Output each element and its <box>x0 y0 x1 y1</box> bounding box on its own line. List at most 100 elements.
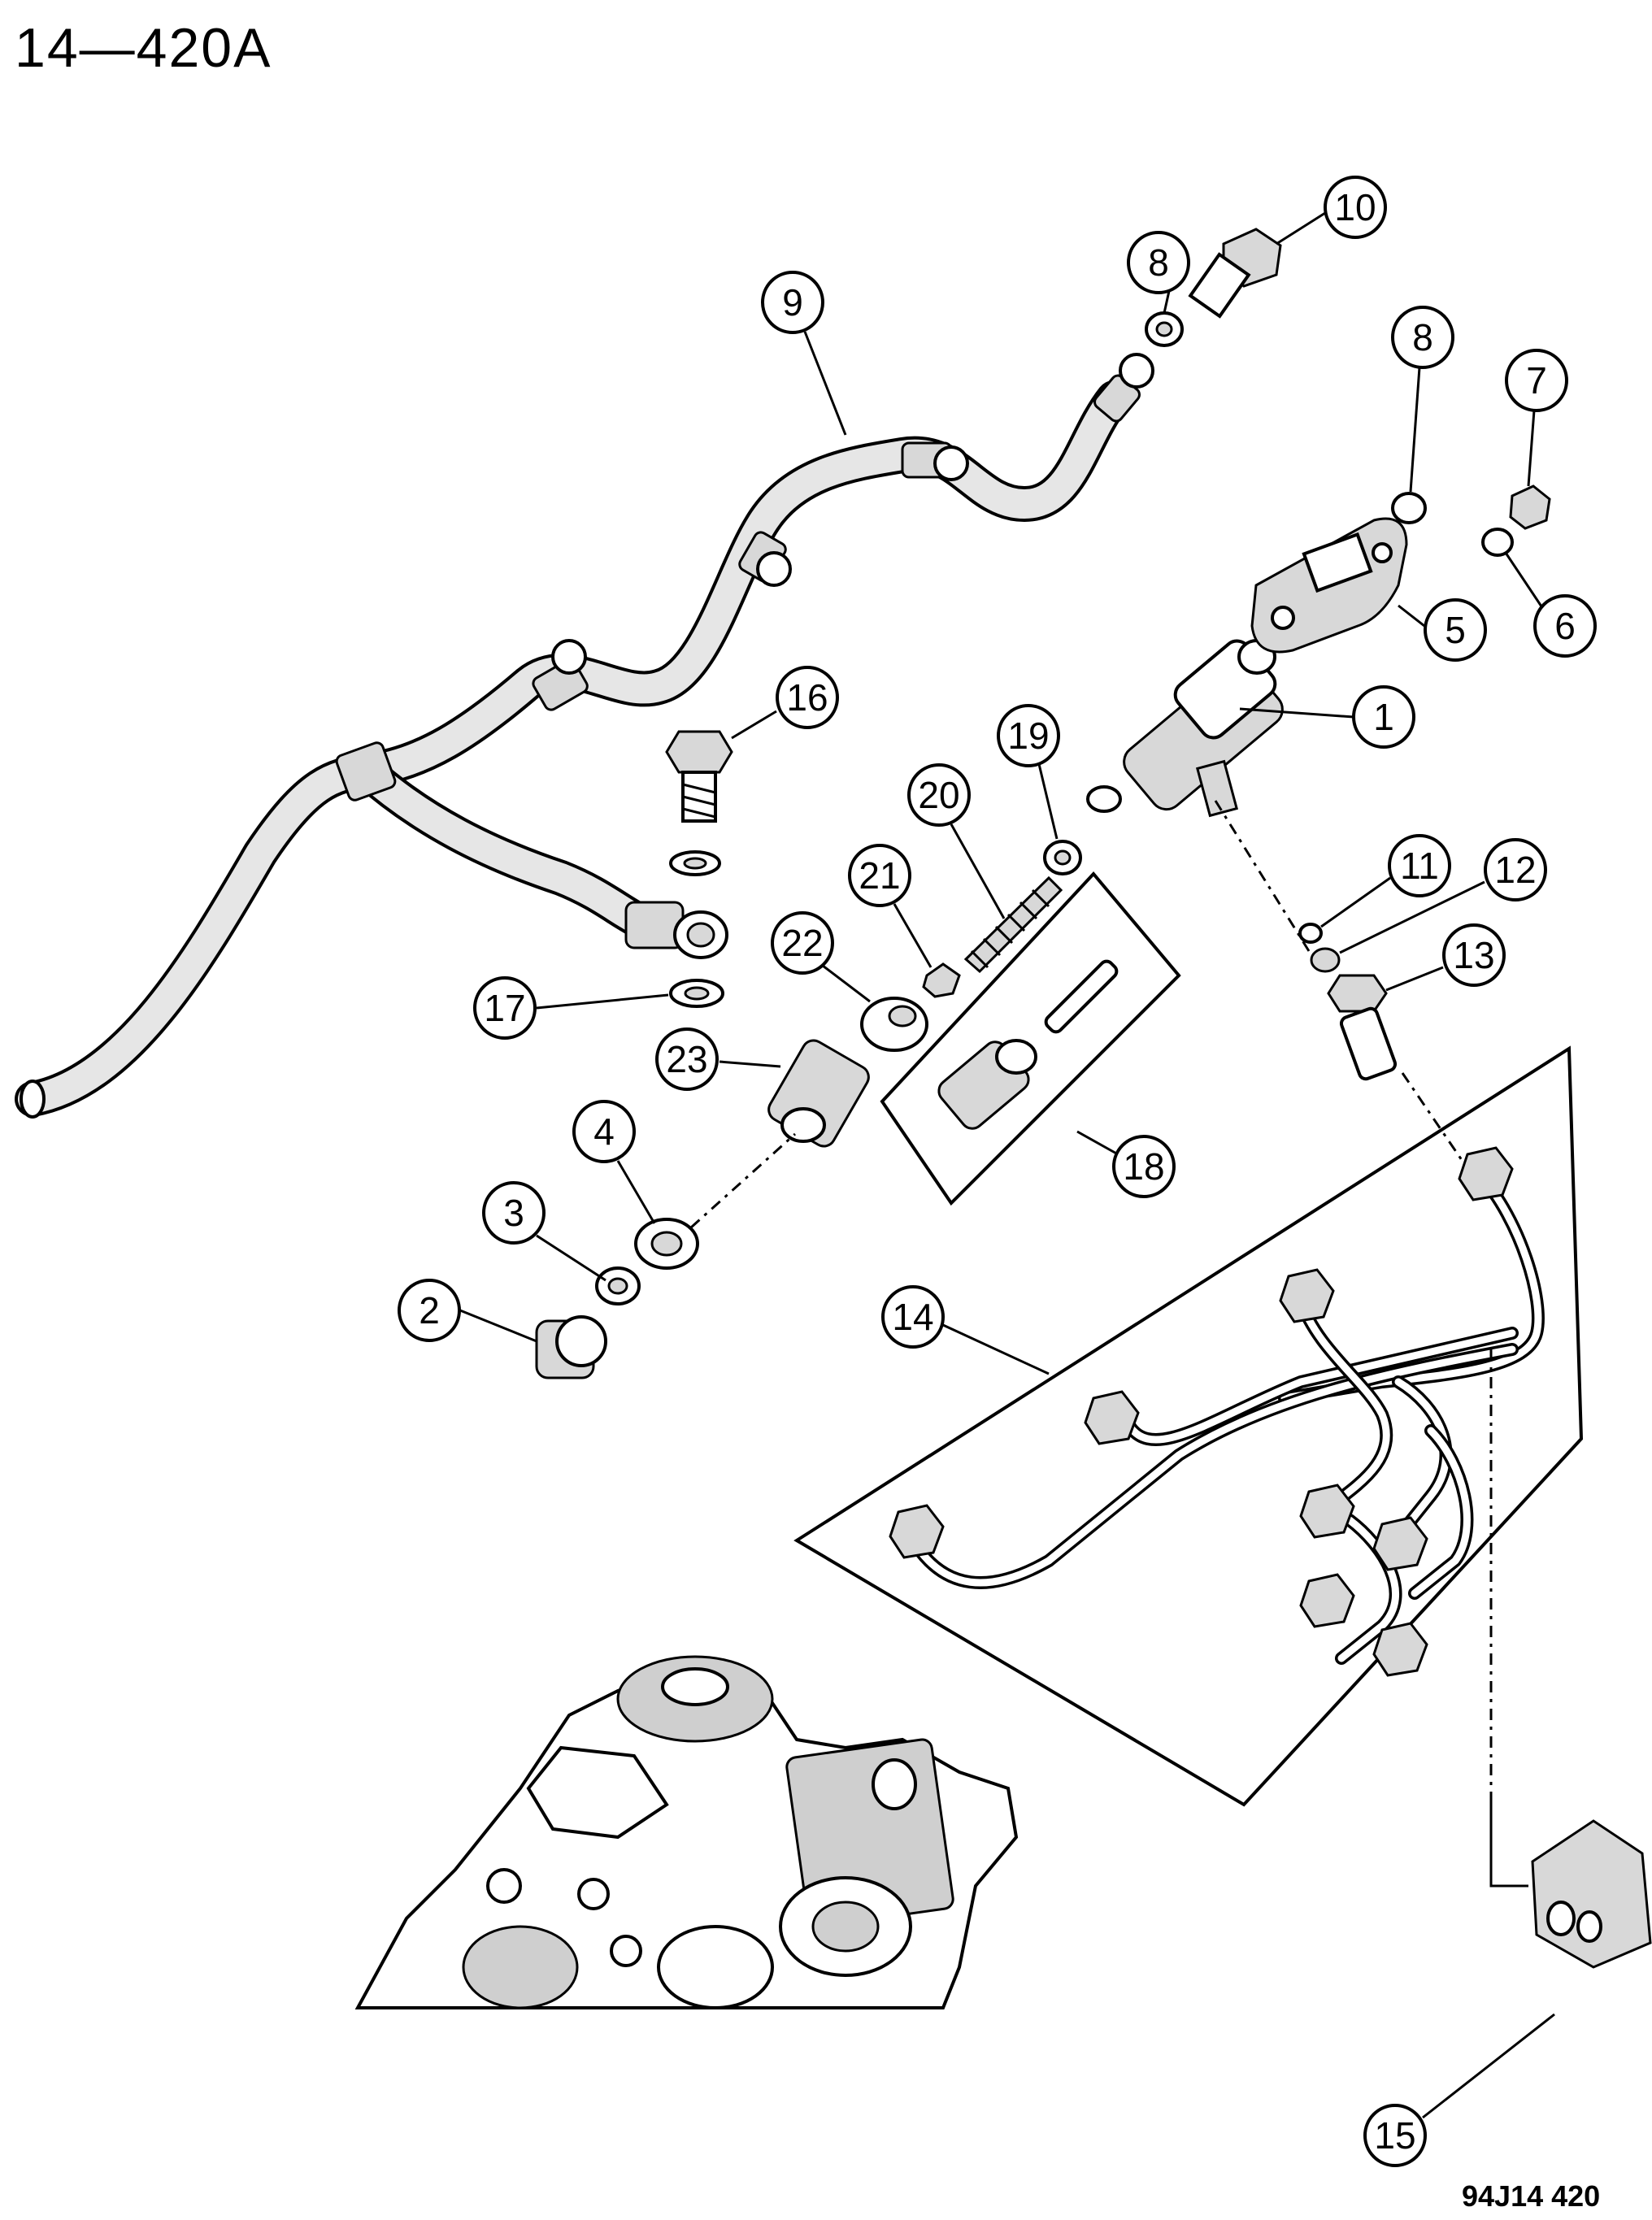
callout-number: 11 <box>1400 845 1439 887</box>
callout-12: 12 <box>1339 838 1547 954</box>
part-12 <box>1310 947 1341 973</box>
callout-number: 15 <box>1374 2114 1415 2157</box>
callout-circle <box>761 271 824 334</box>
callout-circle <box>1324 176 1387 239</box>
leader-line <box>731 710 777 740</box>
callout-circle <box>1112 1135 1176 1198</box>
callout-20: 20 <box>907 763 1006 919</box>
callout-10: 10 <box>1276 176 1387 245</box>
leader-line <box>822 964 871 1003</box>
callout-circle <box>398 1279 461 1342</box>
leader-line <box>1339 880 1485 954</box>
callout-5: 5 <box>1398 598 1487 662</box>
callout-8a: 8 <box>1127 231 1190 314</box>
callout-number: 6 <box>1554 605 1576 647</box>
spring-20 <box>963 875 1063 974</box>
part-21 <box>922 962 961 998</box>
callout-16: 16 <box>731 666 839 740</box>
callout-number: 13 <box>1453 934 1494 976</box>
injector-1 <box>1086 639 1284 818</box>
leader-line <box>1527 410 1536 487</box>
callout-circle <box>1442 923 1506 987</box>
callout-17: 17 <box>473 976 669 1040</box>
callout-circle <box>1484 838 1547 901</box>
callout-22: 22 <box>771 911 871 1003</box>
callout-14: 14 <box>881 1285 1050 1375</box>
leader-line <box>616 1160 656 1224</box>
callout-number: 16 <box>786 676 828 719</box>
callout-circle <box>907 763 971 827</box>
callout-13: 13 <box>1385 923 1506 992</box>
callout-circle <box>1388 834 1451 897</box>
figure-title: 14—420A <box>15 17 272 79</box>
callout-circle <box>473 976 537 1040</box>
part-11 <box>1298 923 1323 944</box>
leader-line <box>1504 552 1546 612</box>
callout-21: 21 <box>848 844 933 968</box>
nozzle-kit-18 <box>880 871 1181 1206</box>
leader-line <box>1076 1130 1119 1156</box>
leader-line <box>1163 290 1171 314</box>
sleeve-2 <box>535 1315 607 1379</box>
leader-line <box>1037 763 1059 840</box>
callout-4: 4 <box>572 1100 656 1224</box>
callout-circle <box>776 666 839 729</box>
callout-circle <box>997 704 1060 767</box>
callout-number: 4 <box>593 1110 615 1153</box>
leader-line <box>459 1309 537 1343</box>
callout-circle <box>1505 349 1568 412</box>
leader-line <box>1409 367 1421 493</box>
leader-line <box>1320 876 1391 928</box>
callout-circle <box>1391 306 1454 369</box>
callout-number: 2 <box>419 1289 440 1332</box>
callout-2: 2 <box>398 1279 537 1343</box>
washer-8-right <box>1391 492 1427 524</box>
bolt-10 <box>1188 228 1282 319</box>
callout-circle <box>848 844 911 907</box>
callout-6: 6 <box>1504 552 1597 658</box>
callout-circle <box>1363 2104 1427 2167</box>
callout-number: 7 <box>1526 359 1547 402</box>
bracket-15 <box>1531 1819 1652 1969</box>
nozzle-nut-23 <box>767 1039 870 1148</box>
callout-number: 1 <box>1373 696 1394 738</box>
leader-line <box>1276 211 1326 245</box>
fuel-return-hose <box>15 353 1154 1119</box>
callout-number: 5 <box>1445 609 1466 651</box>
callout-number: 22 <box>781 922 823 964</box>
banjo-bolt-16 <box>665 730 733 823</box>
callout-number: 3 <box>503 1192 524 1234</box>
callout-3: 3 <box>482 1181 606 1282</box>
callout-9: 9 <box>761 271 847 436</box>
fitting-13 <box>1327 974 1398 1081</box>
reference-code: 94J14 420 <box>1462 2179 1600 2213</box>
callout-number: 9 <box>782 281 803 324</box>
leader-line <box>942 1323 1050 1375</box>
callout-circle <box>1127 231 1190 294</box>
fuel-line-set-14 <box>793 1045 1584 1807</box>
nut-7 <box>1509 484 1551 530</box>
callout-23: 23 <box>655 1027 781 1091</box>
leader-line <box>893 903 933 968</box>
callout-circle <box>655 1027 719 1091</box>
leader-line <box>1422 2013 1555 2119</box>
callout-number: 23 <box>666 1038 707 1080</box>
callout-number: 8 <box>1412 316 1433 358</box>
part-22 <box>860 997 928 1052</box>
leader-line <box>536 1234 606 1282</box>
clamp-5 <box>1250 517 1408 654</box>
callout-1: 1 <box>1239 685 1415 749</box>
leader-line <box>803 331 847 436</box>
leader-line <box>950 823 1006 919</box>
callout-circle <box>771 911 834 975</box>
callout-number: 21 <box>859 854 900 897</box>
callout-15: 15 <box>1363 2013 1555 2167</box>
injection-pump <box>354 1655 1019 2009</box>
leader-line <box>1385 966 1444 992</box>
callout-number: 19 <box>1007 715 1049 757</box>
callout-number: 20 <box>918 774 959 816</box>
callout-8b: 8 <box>1391 306 1454 493</box>
leader-line <box>719 1060 781 1068</box>
callout-number: 18 <box>1123 1145 1164 1188</box>
